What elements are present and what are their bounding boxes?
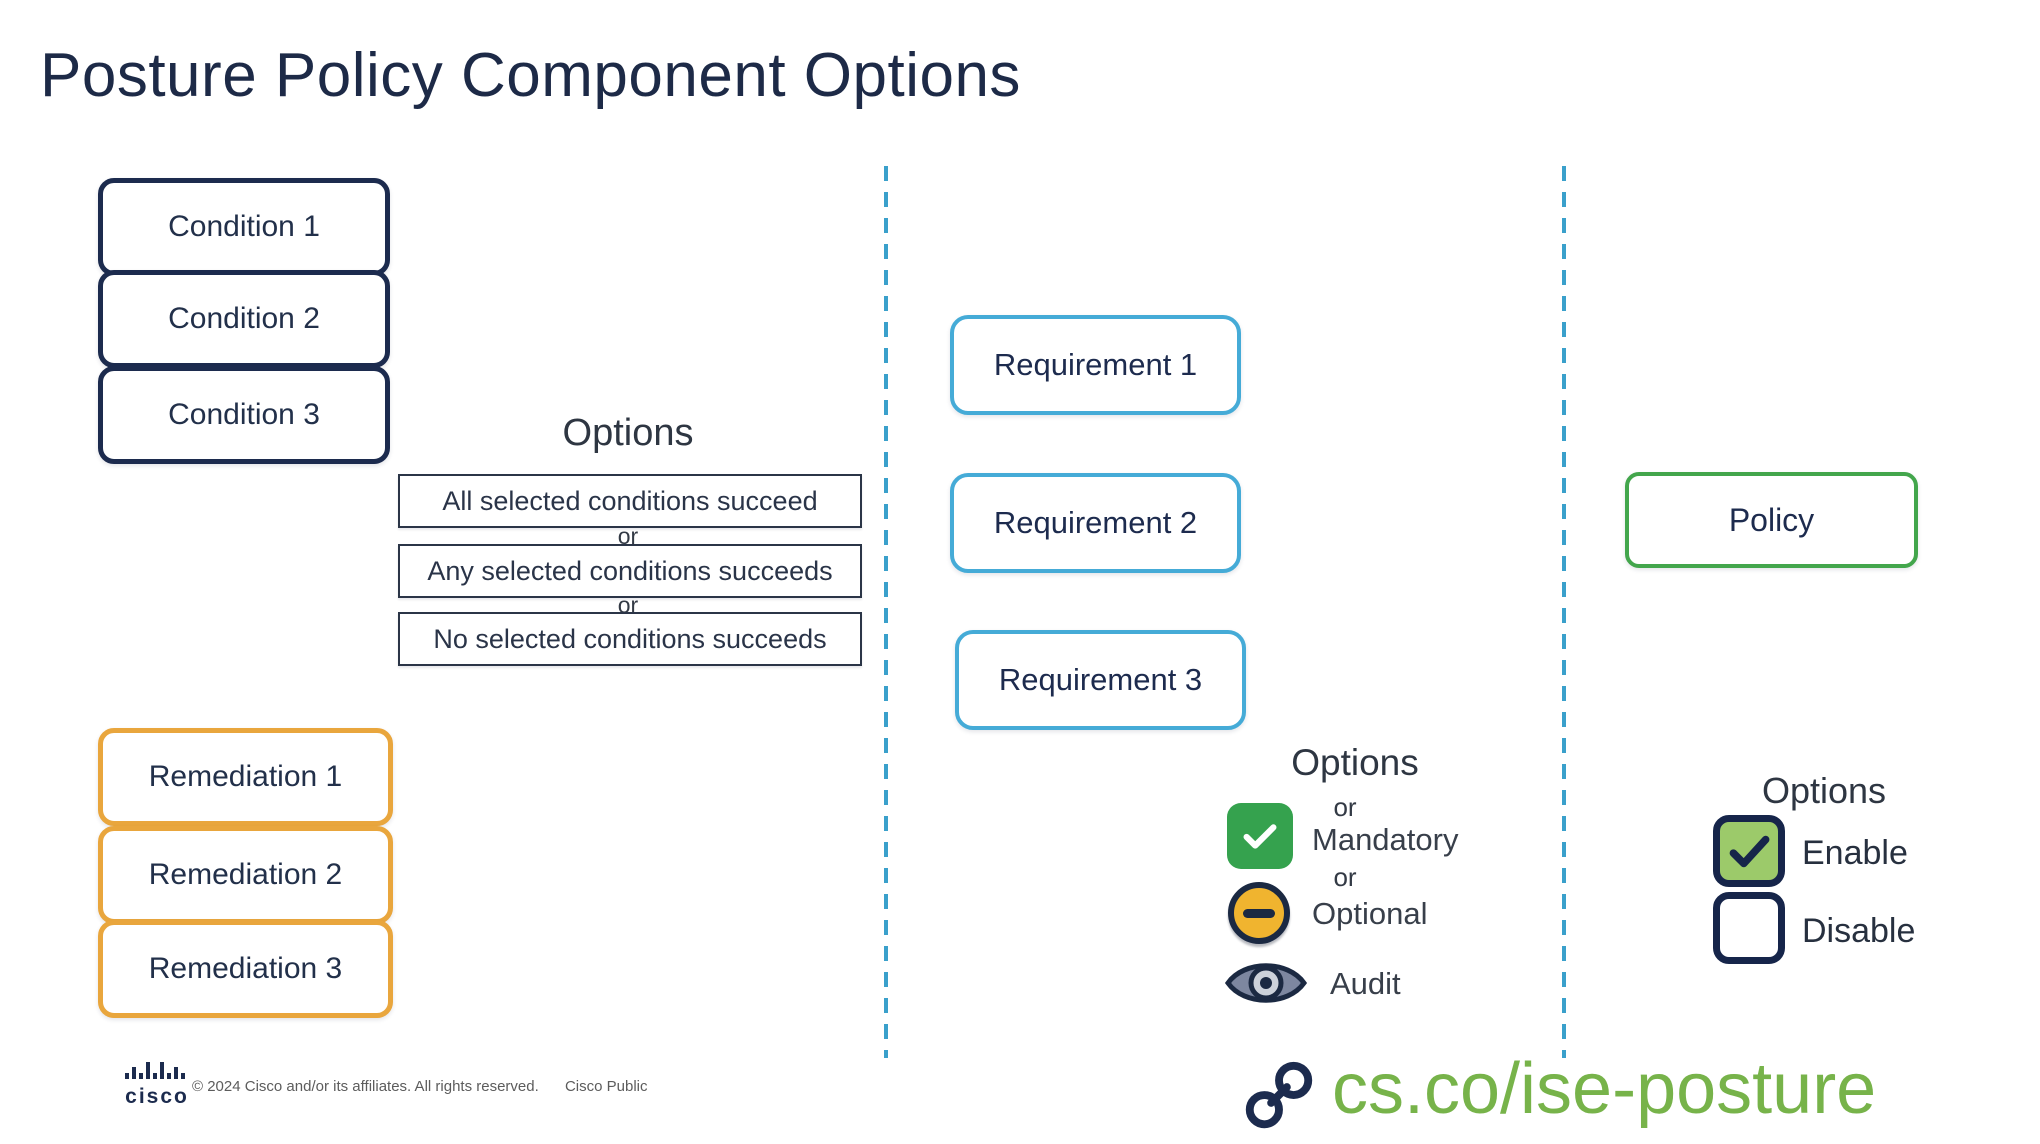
condition-option-any-label: Any selected conditions succeeds (427, 555, 833, 586)
option-label-mandatory: Mandatory (1312, 822, 1459, 857)
column-divider-left (884, 166, 888, 1058)
policy-options-heading: Options (1761, 770, 1887, 811)
remediation-3-box: Remediation 3 (98, 920, 393, 1018)
requirement-options-heading: Options (1291, 742, 1419, 783)
page-title: Posture Policy Component Options (40, 41, 1021, 110)
condition-2-label: Condition 2 (168, 302, 320, 335)
requirement-1-label: Requirement 1 (993, 347, 1198, 382)
checkbox-empty-icon (1713, 892, 1785, 964)
cisco-logo-bars-icon (125, 1062, 185, 1079)
resource-url[interactable]: cs.co/ise-posture (1332, 1049, 1877, 1129)
policy-label: Policy (1728, 501, 1815, 538)
policy-box: Policy (1625, 472, 1918, 568)
copyright-text: © 2024 Cisco and/or its affiliates. All … (192, 1078, 647, 1095)
condition-option-all-box: All selected conditions succeed (398, 474, 862, 528)
or-separator: or (1333, 862, 1357, 892)
checkmark-icon (1729, 835, 1770, 868)
condition-option-no-box: No selected conditions succeeds (398, 612, 862, 666)
or-separator: or (617, 592, 639, 618)
option-label-enable: Enable (1802, 834, 1908, 872)
column-divider-right (1562, 166, 1566, 1058)
condition-1-box: Condition 1 (98, 178, 390, 276)
checkbox-checked-icon (1227, 803, 1293, 869)
or-separator: or (1333, 792, 1357, 822)
remediation-1-box: Remediation 1 (98, 728, 393, 826)
condition-option-no-label: No selected conditions succeeds (433, 623, 827, 654)
minus-circle-icon (1228, 882, 1290, 944)
requirement-3-label: Requirement 3 (998, 662, 1203, 697)
checkmark-icon (1243, 824, 1277, 849)
eye-icon (1224, 963, 1308, 1003)
requirement-3-box: Requirement 3 (955, 630, 1246, 730)
condition-3-label: Condition 3 (168, 398, 320, 431)
or-separator: or (617, 523, 639, 549)
condition-options-heading: Options (562, 412, 694, 454)
requirement-2-label: Requirement 2 (993, 505, 1198, 540)
condition-1-label: Condition 1 (168, 210, 320, 243)
condition-option-any-box: Any selected conditions succeeds (398, 544, 862, 598)
classification-label: Cisco Public (564, 1078, 648, 1095)
link-icon (1245, 1061, 1313, 1129)
remediation-2-box: Remediation 2 (98, 826, 393, 924)
option-label-optional: Optional (1312, 896, 1428, 931)
condition-2-box: Condition 2 (98, 270, 390, 368)
option-label-disable: Disable (1802, 912, 1916, 950)
cisco-logo-wordmark: cisco (125, 1085, 189, 1108)
requirement-2-box: Requirement 2 (950, 473, 1241, 573)
checkbox-checked-icon (1713, 815, 1785, 887)
cisco-logo: cisco (97, 1060, 217, 1109)
remediation-2-label: Remediation 2 (148, 858, 343, 891)
condition-option-all-label: All selected conditions succeed (442, 485, 818, 516)
condition-3-box: Condition 3 (98, 366, 390, 464)
minus-bar (1243, 908, 1275, 918)
option-label-audit: Audit (1330, 966, 1401, 1001)
requirement-1-box: Requirement 1 (950, 315, 1241, 415)
remediation-3-label: Remediation 3 (148, 952, 343, 985)
copyright-statement: © 2024 Cisco and/or its affiliates. All … (192, 1078, 539, 1095)
remediation-1-label: Remediation 1 (148, 760, 343, 793)
